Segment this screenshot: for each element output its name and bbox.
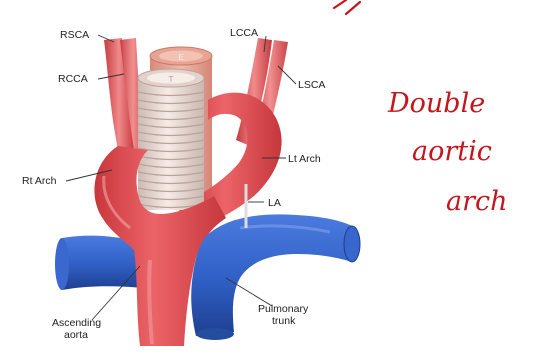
trachea: T: [138, 69, 204, 210]
label-lcca: LCCA: [230, 27, 258, 39]
label-lsca: LSCA: [298, 79, 325, 91]
label-ascending-aorta-line1: Ascending: [52, 317, 101, 329]
label-rcca: RCCA: [58, 73, 88, 85]
note-line-2: aortic: [412, 136, 492, 167]
label-rt-arch: Rt Arch: [22, 175, 57, 187]
esophagus-letter: E: [178, 53, 183, 62]
trachea-letter: T: [169, 75, 174, 84]
label-rsca: RSCA: [60, 29, 89, 41]
pen-marks: [334, 0, 360, 14]
note-line-3: arch: [446, 186, 508, 217]
note-line-1: Double: [387, 88, 485, 119]
label-la: LA: [268, 197, 281, 209]
label-ascending-aorta-line2: aorta: [64, 329, 88, 341]
label-pulmonary-trunk-line2: trunk: [272, 315, 296, 327]
handwritten-note: Double aortic arch: [334, 0, 508, 217]
label-lt-arch: Lt Arch: [288, 153, 321, 165]
label-pulmonary-trunk-line1: Pulmonary: [258, 303, 309, 315]
